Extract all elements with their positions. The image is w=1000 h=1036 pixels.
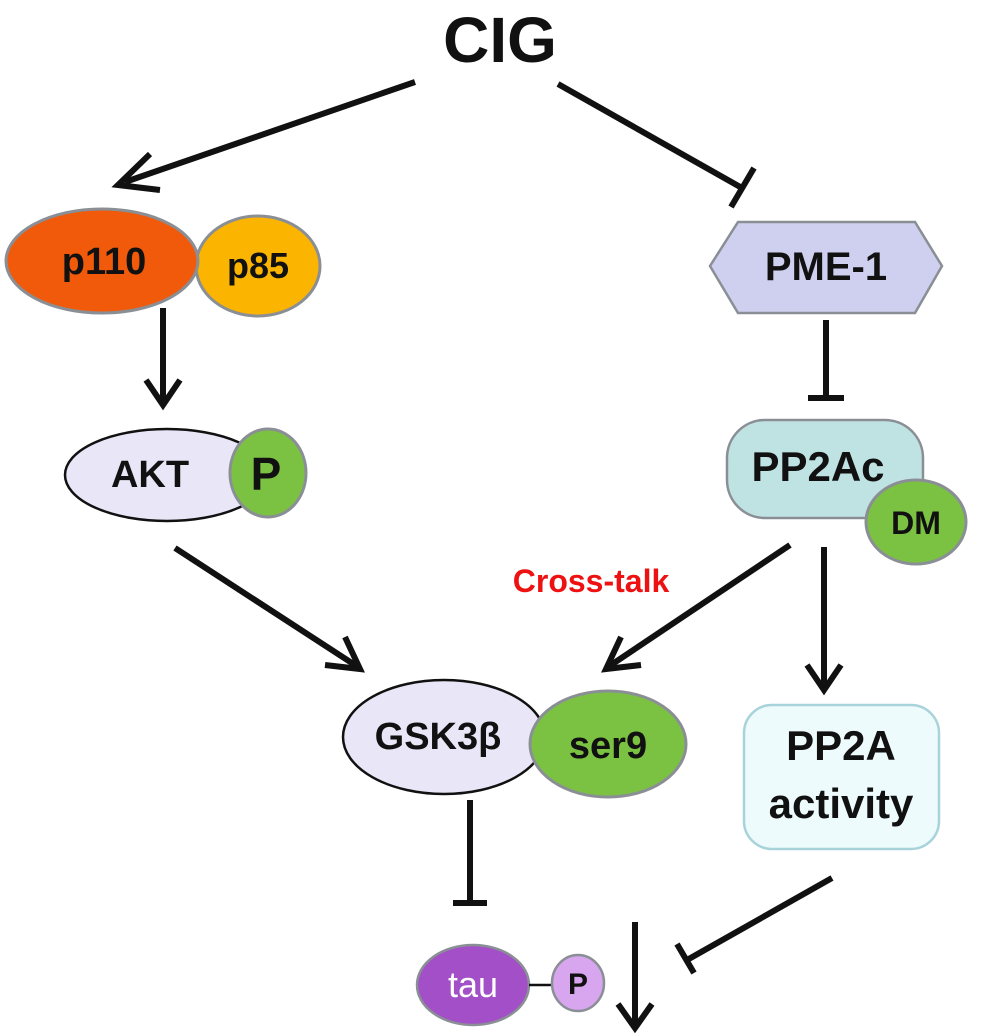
p110-label: p110 (62, 241, 147, 283)
dm-node (864, 478, 968, 566)
p85-label: p85 (227, 245, 289, 286)
pp2ac-node (725, 418, 925, 520)
inhibit-cig-to-pme1 (556, 81, 744, 191)
inhibit-bar-pme1 (728, 166, 757, 209)
tau-label: tau (448, 964, 498, 1005)
arrowhead-akt-to-gsk3b (324, 635, 365, 673)
arrowhead-tau-result (615, 1002, 655, 1034)
pme1-node (708, 220, 944, 315)
pme1-label: PME-1 (765, 245, 887, 289)
arrowhead-pi3k-to-akt (143, 378, 183, 411)
akt-phospho-label: P (251, 448, 282, 500)
arrow-akt-to-gsk3b (173, 545, 360, 670)
pp2ac-label: PP2Ac (751, 443, 884, 490)
cross-talk-annotation: Cross-talk (513, 563, 670, 599)
akt-phospho-node (228, 427, 308, 519)
arrow-pp2ac-to-gsk3b (606, 542, 792, 670)
arrow-cig-to-pi3k (124, 79, 416, 185)
tau-phospho-node (550, 953, 606, 1013)
pp2a-activity-label-line1: PP2A (786, 722, 896, 769)
arrowhead-pp2ac-to-activity (804, 663, 844, 696)
pp2a-activity-label-line2: activity (769, 780, 914, 827)
pp2a-activity-node (742, 703, 941, 851)
tau-phospho-label: P (568, 968, 588, 1001)
inhibit-activity-to-effect (685, 875, 834, 963)
arrowhead-cig-to-pi3k (111, 151, 161, 193)
gsk3b-label: GSK3β (375, 716, 502, 758)
arrowhead-pp2ac-to-gsk3b (601, 635, 642, 673)
p110-subunit (4, 207, 200, 315)
ser9-node (528, 689, 688, 799)
akt-label: AKT (111, 454, 189, 496)
ser9-label: ser9 (569, 725, 647, 767)
diagram-title: CIG (443, 4, 557, 76)
dm-label: DM (891, 505, 941, 541)
inhibit-bar-effect (674, 942, 697, 975)
